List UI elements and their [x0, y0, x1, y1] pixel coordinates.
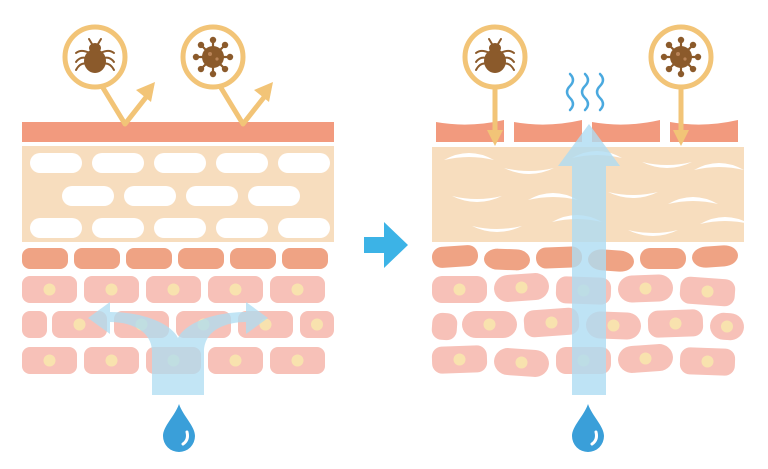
cell-nucleus — [229, 283, 242, 296]
lipid-brick — [92, 218, 144, 238]
basal-cell — [74, 248, 120, 269]
basal-cell — [22, 248, 68, 269]
cell-nucleus — [701, 285, 714, 298]
cell-nucleus — [453, 283, 466, 296]
cell-nucleus — [167, 283, 180, 296]
cell-nucleus — [669, 317, 682, 330]
basal-cell — [126, 248, 172, 269]
water-drop-icon — [163, 404, 195, 452]
germ-icon — [660, 36, 702, 78]
cell-nucleus — [701, 355, 714, 368]
broken-lipid — [642, 162, 692, 168]
cell-nucleus — [73, 318, 86, 331]
basal-cell — [484, 248, 530, 271]
lipid-brick — [154, 153, 206, 173]
barrier-layer — [22, 122, 334, 142]
dust-mite-badge — [62, 24, 128, 90]
broken-lipid — [528, 193, 578, 200]
skin-cell — [431, 312, 458, 341]
damaged-skin-panel — [431, 24, 750, 452]
lipid-brick — [154, 218, 206, 238]
cell-nucleus — [483, 318, 496, 331]
cell-nucleus — [515, 356, 528, 369]
lipid-brick — [278, 218, 330, 238]
germ-badge — [648, 24, 714, 90]
dust-mite-icon — [75, 38, 115, 73]
cell-nucleus — [105, 283, 118, 296]
broken-lipid — [452, 196, 502, 202]
cell-nucleus — [639, 352, 652, 365]
water-drop-icon — [572, 404, 604, 452]
cell-nucleus — [291, 283, 304, 296]
cell-nucleus — [291, 354, 304, 367]
lipid-brick — [216, 218, 268, 238]
lipid-brick — [278, 153, 330, 173]
lipid-brick — [30, 218, 82, 238]
skin-cell — [22, 311, 47, 338]
lipid-brick — [248, 186, 300, 206]
germ-badge — [180, 24, 246, 90]
broken-lipid — [694, 163, 744, 170]
deflected-arrow — [94, 76, 155, 127]
cell-nucleus — [721, 320, 733, 333]
cell-nucleus — [229, 354, 242, 367]
penetrating-arrow — [673, 82, 689, 146]
lipid-brick — [216, 153, 268, 173]
cell-nucleus — [607, 319, 620, 332]
broken-lipid — [444, 153, 494, 160]
broken-lipid — [628, 230, 678, 236]
broken-lipid — [700, 217, 750, 224]
lipid-brick — [124, 186, 176, 206]
deflected-arrow — [212, 76, 273, 127]
dust-mite-badge — [462, 24, 528, 90]
cell-nucleus — [515, 281, 528, 294]
broken-lipid — [504, 168, 554, 174]
basal-cell — [431, 245, 479, 268]
cell-nucleus — [43, 354, 56, 367]
right-arrow-icon — [364, 222, 408, 268]
cell-nucleus — [453, 353, 466, 366]
basal-cell — [282, 248, 328, 269]
basal-cell — [640, 248, 686, 269]
evaporation-icon — [565, 72, 605, 112]
broken-lipid — [608, 192, 658, 198]
moisture-retention-flow — [88, 302, 268, 395]
healthy-skin-panel — [22, 24, 334, 452]
lipid-brick — [186, 186, 238, 206]
basal-cell — [230, 248, 276, 269]
broken-lipid — [472, 226, 522, 232]
cell-nucleus — [43, 283, 56, 296]
cell-nucleus — [105, 354, 118, 367]
basal-cell — [178, 248, 224, 269]
dust-mite-icon — [475, 38, 515, 73]
cell-nucleus — [545, 316, 558, 329]
cell-nucleus — [639, 282, 652, 295]
penetrating-arrow — [487, 82, 503, 146]
cell-nucleus — [311, 318, 323, 331]
broken-lipid — [668, 197, 718, 204]
germ-icon — [192, 36, 234, 78]
moisture-loss-flow — [558, 124, 620, 395]
basal-cell — [535, 246, 583, 269]
cracked-barrier-layer — [436, 120, 738, 142]
lipid-brick — [92, 153, 144, 173]
basal-cell — [692, 245, 738, 268]
lipid-brick — [30, 153, 82, 173]
lipid-brick — [62, 186, 114, 206]
